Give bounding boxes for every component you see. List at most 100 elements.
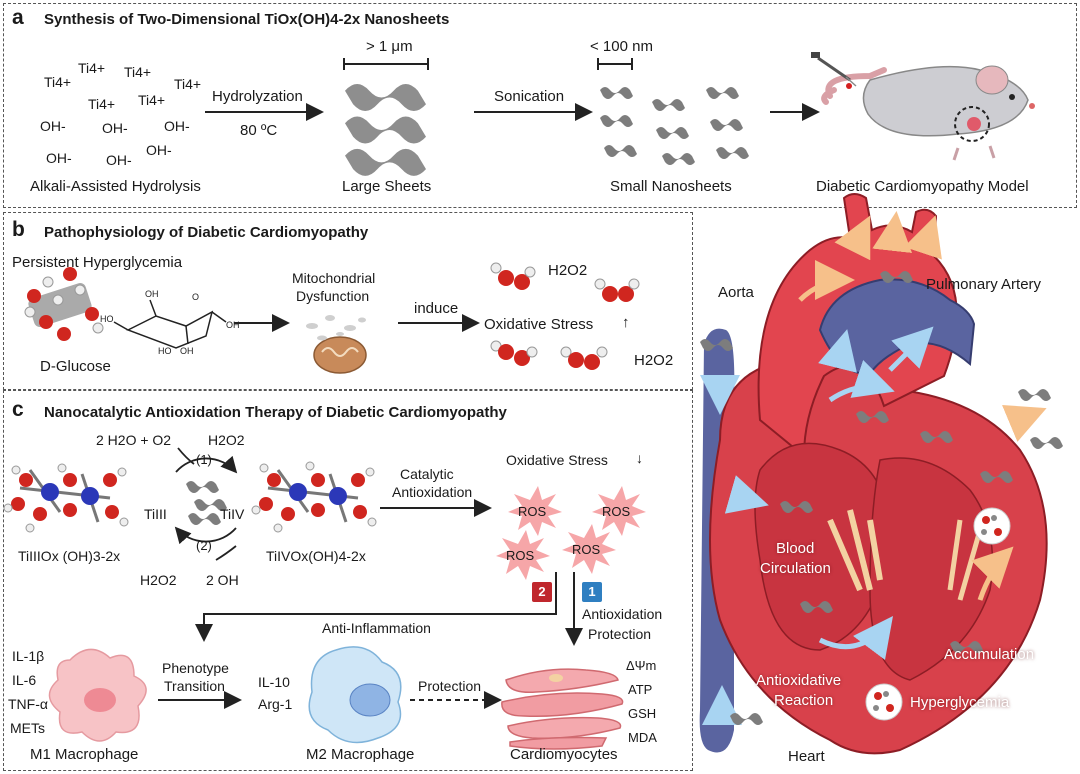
m2-marker: IL-10	[258, 674, 290, 690]
m1-macrophage-illustration	[48, 648, 147, 742]
cycle-step-2: (2)	[196, 538, 212, 553]
ros-label: ROS	[506, 548, 535, 563]
panel-a-frame	[3, 3, 1077, 208]
tiiii-cluster	[3, 463, 129, 533]
ti-ion-label: Ti4+	[174, 76, 202, 92]
cardio-marker: ΔΨm	[626, 658, 657, 673]
cycle-bottom-right-product: 2 OH	[206, 572, 239, 588]
oh-ion-label: OH-	[106, 152, 132, 168]
large-sheets-caption: Large Sheets	[342, 178, 432, 195]
oh-ion-label: OH-	[40, 118, 66, 134]
cardio-marker: GSH	[628, 706, 657, 721]
oh-ion-label: OH-	[46, 150, 72, 166]
tiiv-cluster	[251, 461, 377, 533]
hyperglycemia-heart-label: Hyperglycemia	[910, 694, 1010, 711]
ti-ion-label: Ti4+	[88, 96, 116, 112]
model-caption: Diabetic Cardiomyopathy Model	[816, 178, 1029, 195]
oh-ion-label: OH-	[164, 118, 190, 134]
antioxidative-label-line2: Reaction	[774, 692, 834, 709]
ros-label: ROS	[572, 542, 601, 557]
svg-text:OH: OH	[226, 320, 240, 330]
aorta-label: Aorta	[718, 284, 754, 301]
large-scale-label: > 1 μm	[366, 38, 413, 55]
pathway-1-badge: 1	[582, 582, 602, 602]
svg-text:O: O	[192, 292, 199, 302]
hydrolysis-caption: Alkali-Assisted Hydrolysis	[30, 178, 201, 195]
m1-marker: METs	[10, 720, 45, 736]
redox-cycle	[174, 447, 238, 561]
ti4-label: TiIV	[220, 506, 245, 522]
cardio-caption: Cardiomyocytes	[510, 746, 618, 763]
panel-b-label: b	[12, 218, 25, 241]
panel-a-title: Synthesis of Two-Dimensional TiOx(OH)4-2…	[44, 11, 450, 28]
h2o2-molecules	[490, 262, 640, 370]
panel-b-frame	[3, 212, 693, 390]
heart-illustration	[699, 193, 1063, 755]
cycle-bottom-left-reactant: H2O2	[140, 572, 177, 588]
small-scale-label: < 100 nm	[590, 38, 653, 55]
cycle-step-1: (1)	[196, 452, 212, 467]
pulmonary-artery-label: Pulmonary Artery	[926, 276, 1042, 293]
mito-label-line2: Dysfunction	[296, 288, 370, 304]
panel-c-label: c	[12, 398, 24, 421]
panel-c-frame	[3, 390, 693, 771]
oxidative-stress-up-arrow: ↑	[622, 314, 630, 331]
oxidative-stress-label: Oxidative Stress	[484, 316, 594, 333]
cycle-top-right-reactant: H2O2	[208, 432, 245, 448]
ti3-label: TiIII	[144, 506, 167, 522]
ti-ion-label: Ti4+	[138, 92, 166, 108]
panel-a-label: a	[12, 6, 24, 29]
protection-label-line2: Protection	[588, 626, 652, 642]
sonication-label: Sonication	[494, 88, 565, 105]
catalytic-label-line2: Antioxidation	[392, 484, 473, 500]
m1-marker: IL-1β	[12, 648, 45, 664]
oh-ion-label: OH-	[102, 120, 128, 136]
accumulation-label: Accumulation	[944, 646, 1035, 663]
m2-marker: Arg-1	[258, 696, 293, 712]
mito-label-line1: Mitochondrial	[292, 270, 376, 286]
m1-marker: IL-6	[12, 672, 37, 688]
hydrolyzation-label: Hydrolyzation	[212, 88, 303, 105]
ti-ion-label: Ti4+	[78, 60, 106, 76]
antioxidative-label-line1: Antioxidative	[756, 672, 842, 689]
phenotype-label-line1: Phenotype	[162, 660, 229, 676]
svg-text:HO: HO	[100, 314, 114, 324]
large-sheets	[345, 84, 426, 176]
ti-ion-label: Ti4+	[44, 74, 72, 90]
blood-circulation-label-line1: Blood	[776, 540, 815, 557]
heart-caption: Heart	[788, 748, 825, 765]
blood-circulation-label-line2: Circulation	[760, 560, 831, 577]
oxidative-stress-c-label: Oxidative Stress	[506, 452, 608, 468]
mitochondrion-illustration	[306, 315, 367, 374]
glucose-structure	[113, 299, 227, 349]
h2o2-label-bottom: H2O2	[634, 352, 674, 369]
protection-label-line1: Antioxidation	[582, 606, 663, 622]
m2-caption: M2 Macrophage	[306, 746, 415, 763]
ros-label: ROS	[518, 504, 547, 519]
phenotype-label-line2: Transition	[164, 678, 225, 694]
large-scale-bar	[343, 58, 429, 70]
svg-text:OH: OH	[180, 346, 194, 356]
small-nanosheets	[600, 87, 749, 165]
panel-b-title: Pathophysiology of Diabetic Cardiomyopat…	[44, 224, 369, 241]
protection-label: Protection	[418, 678, 482, 694]
panel-c-title: Nanocatalytic Antioxidation Therapy of D…	[44, 404, 507, 421]
m2-macrophage-illustration	[308, 646, 402, 744]
hyperglycemia-label: Persistent Hyperglycemia	[12, 254, 183, 271]
ros-bursts	[496, 486, 646, 580]
m1-marker: TNF-α	[8, 696, 48, 712]
svg-text:OH: OH	[145, 289, 159, 299]
small-scale-bar	[597, 58, 633, 70]
hydrolyzation-temp: 80 ºC	[240, 122, 278, 139]
oh-ion-label: OH-	[146, 142, 172, 158]
glucose-3d-model	[24, 267, 104, 341]
cycle-top-left-product: 2 H2O + O2	[96, 432, 172, 448]
catalytic-label-line1: Catalytic	[400, 466, 454, 482]
mouse-illustration	[811, 52, 1035, 161]
m1-caption: M1 Macrophage	[30, 746, 139, 763]
ti3-formula: TiIIIOx (OH)3-2x	[18, 548, 121, 564]
cardio-marker: ATP	[628, 682, 653, 697]
therapy-branch-arrows	[158, 572, 583, 709]
